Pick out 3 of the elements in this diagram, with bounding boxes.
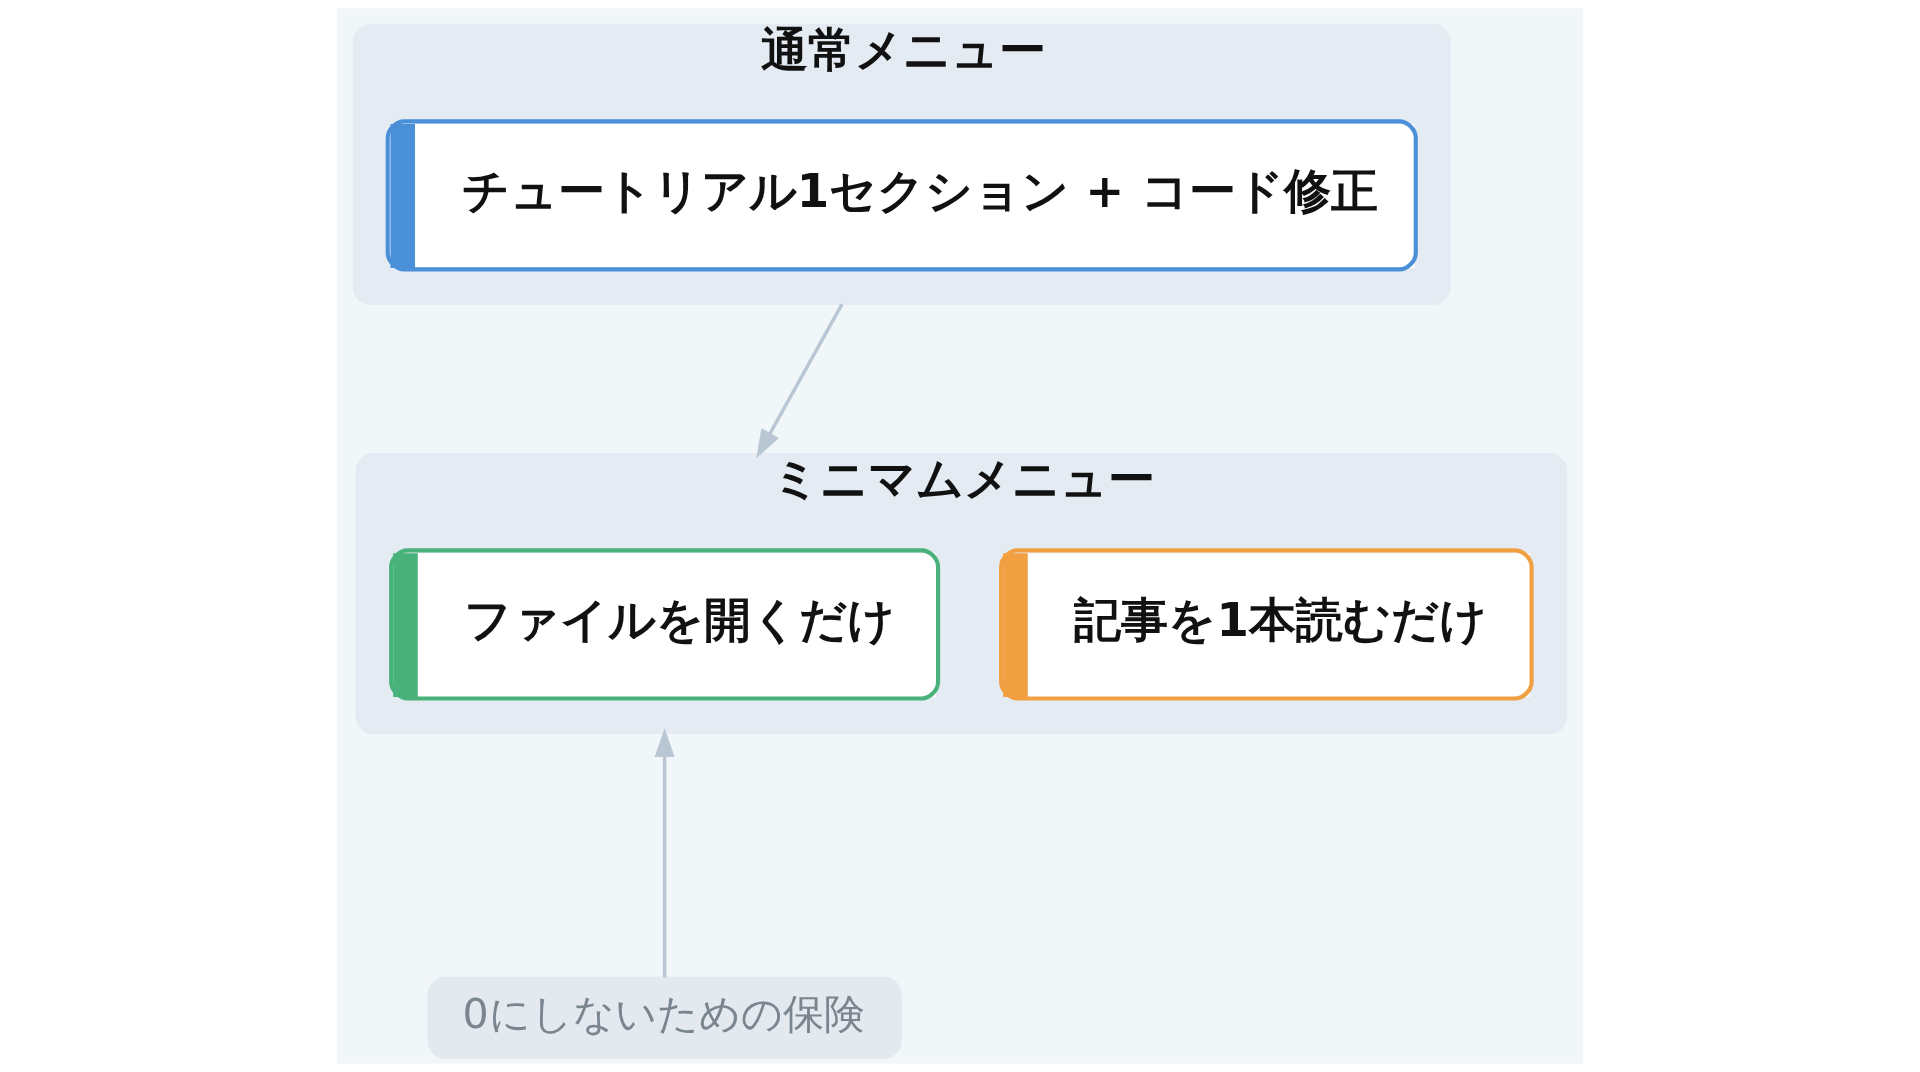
arrow — [654, 728, 675, 978]
arrow — [756, 303, 844, 459]
node-box: 0にしないための保険 — [427, 976, 902, 1059]
